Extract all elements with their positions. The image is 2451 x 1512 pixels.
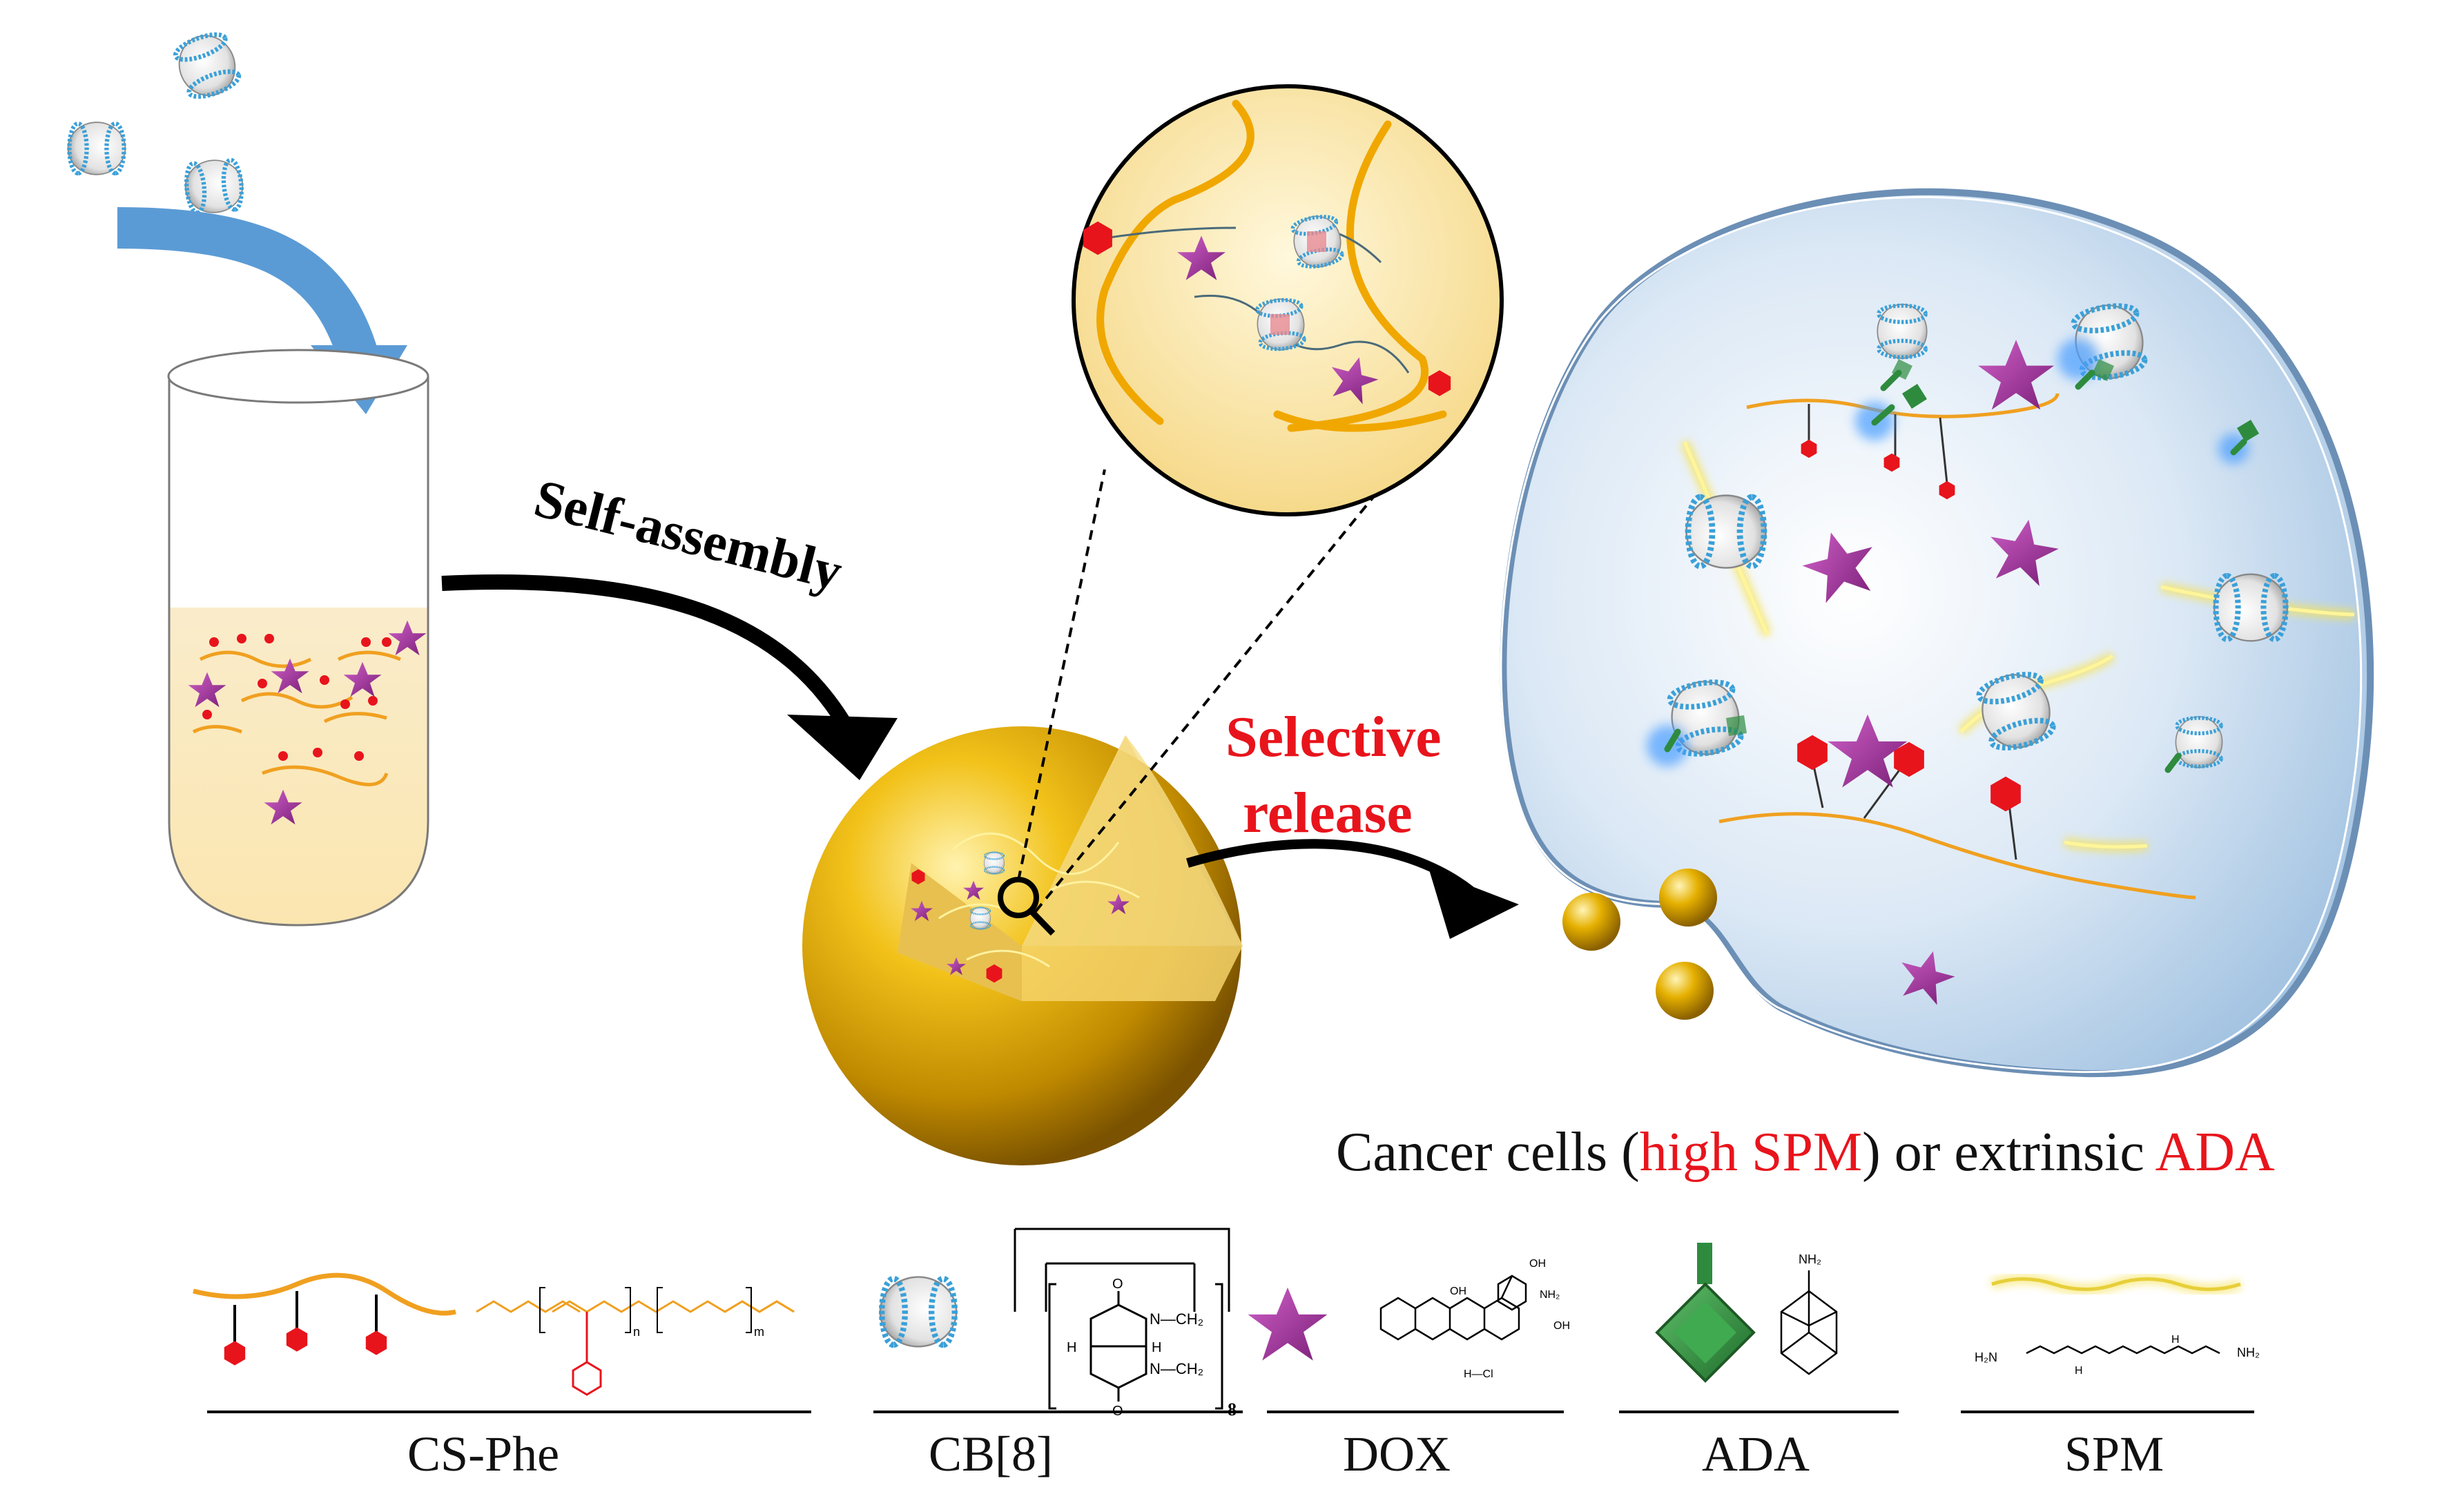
cb8-h-left: H <box>1067 1340 1076 1355</box>
dox-oh-3: OH <box>1553 1320 1570 1332</box>
legend-ada: NH₂ ADA <box>1619 1243 1899 1482</box>
spm-h-1: H <box>2075 1365 2083 1377</box>
nanoparticle-sphere <box>802 726 1243 1165</box>
condition-prefix: Cancer cells ( <box>1336 1122 1640 1183</box>
legend-label-spm: SPM <box>2064 1426 2164 1482</box>
legend-cb8: O O N—CH₂ N—CH₂ H H 8 CB[8] <box>873 1228 1243 1482</box>
release-arrow <box>1186 839 1519 939</box>
self-assembly-arrow <box>441 574 898 780</box>
released-particles <box>1562 869 1717 1020</box>
csphe-m-label: m <box>754 1325 764 1339</box>
condition-high-spm: high SPM <box>1640 1122 1862 1183</box>
dox-oh-2: OH <box>1529 1258 1546 1270</box>
cb8-nch2-top: N—CH₂ <box>1150 1310 1203 1328</box>
cb8-nch2-bottom: N—CH₂ <box>1150 1360 1203 1377</box>
legend-label-ada: ADA <box>1702 1426 1810 1482</box>
dox-nh2: NH₂ <box>1540 1289 1560 1301</box>
cb8-falling-group <box>68 28 245 215</box>
legend-label-csphe: CS-Phe <box>407 1426 559 1482</box>
cancer-cell <box>1500 188 2374 1078</box>
dox-hcl: H—Cl <box>1464 1368 1493 1380</box>
zoom-lines <box>1017 406 1448 913</box>
condition-ada: ADA <box>2155 1122 2275 1183</box>
dox-oh-1: OH <box>1450 1286 1466 1297</box>
condition-middle: ) or extrinsic <box>1862 1122 2155 1183</box>
release-label: release <box>1243 781 1413 845</box>
spm-nh2-left: H₂N <box>1975 1350 1997 1364</box>
legend: n m CS-Phe <box>193 1228 2260 1482</box>
cb8-h-right: H <box>1152 1340 1161 1355</box>
legend-label-cb8: CB[8] <box>929 1426 1053 1482</box>
cb8-repeat: 8 <box>1228 1399 1237 1419</box>
legend-spm: H₂N NH₂ H H SPM <box>1961 1274 2260 1482</box>
cb8-o-top: O <box>1112 1277 1123 1292</box>
legend-dox: OH OH NH₂ OH H—Cl DOX <box>1248 1258 1570 1482</box>
legend-csphe: n m CS-Phe <box>193 1272 811 1482</box>
ada-nh2: NH₂ <box>1799 1252 1821 1266</box>
legend-label-dox: DOX <box>1343 1426 1451 1482</box>
condition-caption: Cancer cells (high SPM) or extrinsic ADA <box>1336 1122 2275 1183</box>
reaction-tube <box>167 349 429 927</box>
spm-nh2-right: NH₂ <box>2237 1346 2260 1359</box>
csphe-n-label: n <box>633 1325 640 1339</box>
spm-h-2: H <box>2171 1334 2180 1346</box>
selective-label: Selective <box>1226 705 1442 769</box>
zoom-inset <box>1072 84 1504 516</box>
